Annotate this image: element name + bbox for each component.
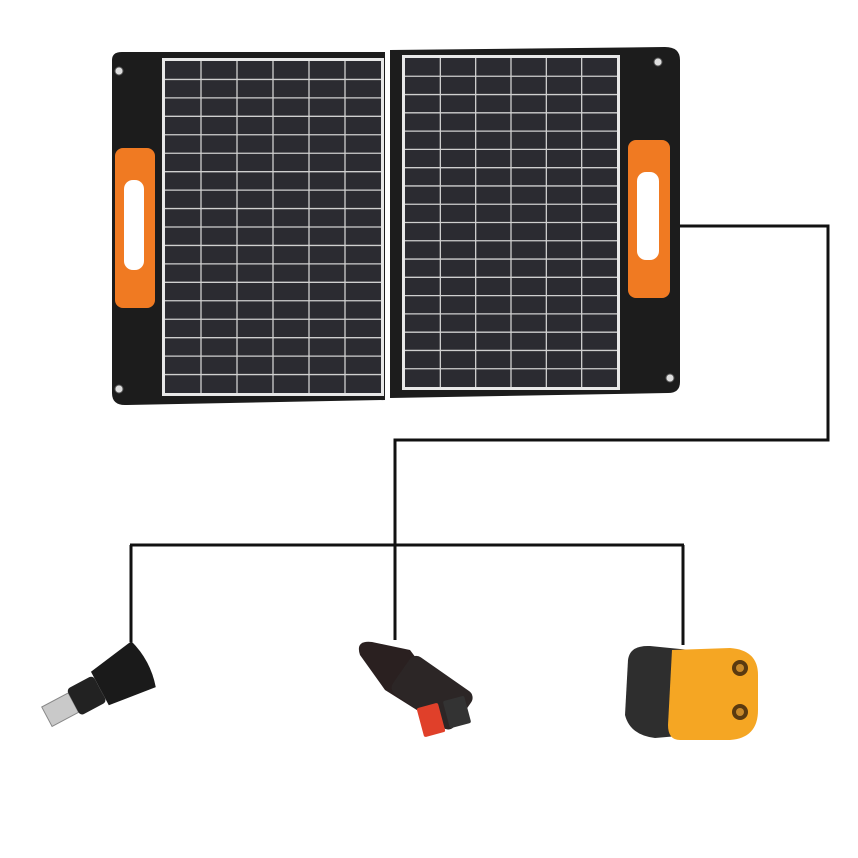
wires <box>129 224 830 645</box>
cell-grid <box>165 58 617 393</box>
screws <box>114 57 675 394</box>
xt60-connector-icon <box>625 645 758 740</box>
dc-barrel-plug-icon <box>41 641 156 728</box>
anderson-plug-icon <box>358 641 473 737</box>
main-wire <box>393 224 830 640</box>
solar-panel <box>112 47 680 405</box>
left-handle <box>115 148 155 308</box>
right-handle <box>628 140 670 298</box>
